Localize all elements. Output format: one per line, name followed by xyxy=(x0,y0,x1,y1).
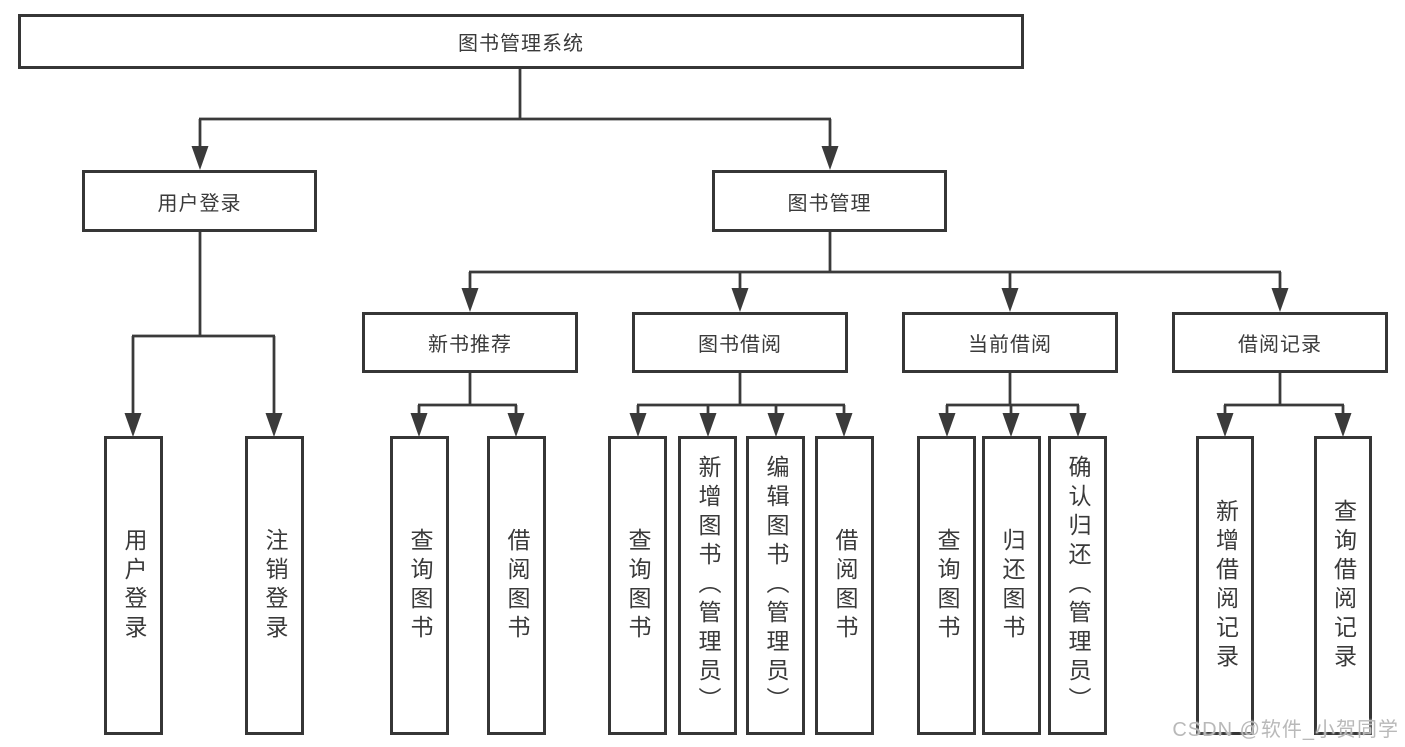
leaf-current-confirm-return-admin: 确认归还（管理员） xyxy=(1048,436,1107,735)
node-borrowing-records: 借阅记录 xyxy=(1172,312,1388,373)
leaf-borrow-add-books-admin: 新增图书（管理员） xyxy=(678,436,737,735)
node-book-borrowing: 图书借阅 xyxy=(632,312,848,373)
leaf-recommend-query-books: 查询图书 xyxy=(390,436,449,735)
leaf-borrow-edit-books-admin: 编辑图书（管理员） xyxy=(746,436,805,735)
leaf-logout: 注销登录 xyxy=(245,436,304,735)
node-root: 图书管理系统 xyxy=(18,14,1024,69)
leaf-borrow-borrow-books: 借阅图书 xyxy=(815,436,874,735)
node-book-management: 图书管理 xyxy=(712,170,947,232)
leaf-current-query-books: 查询图书 xyxy=(917,436,976,735)
leaf-recommend-borrow-books: 借阅图书 xyxy=(487,436,546,735)
node-user-login: 用户登录 xyxy=(82,170,317,232)
arrowheads xyxy=(124,146,1352,437)
watermark: CSDN @软件_小贺同学 xyxy=(1172,719,1399,741)
leaf-borrow-query-books: 查询图书 xyxy=(608,436,667,735)
leaf-records-add-borrow-record: 新增借阅记录 xyxy=(1196,436,1254,735)
leaf-current-return-books: 归还图书 xyxy=(982,436,1041,735)
node-new-book-recommendation: 新书推荐 xyxy=(362,312,578,373)
leaf-user-login: 用户登录 xyxy=(104,436,163,735)
leaf-records-query-borrow-record: 查询借阅记录 xyxy=(1314,436,1372,735)
node-current-borrowing: 当前借阅 xyxy=(902,312,1118,373)
